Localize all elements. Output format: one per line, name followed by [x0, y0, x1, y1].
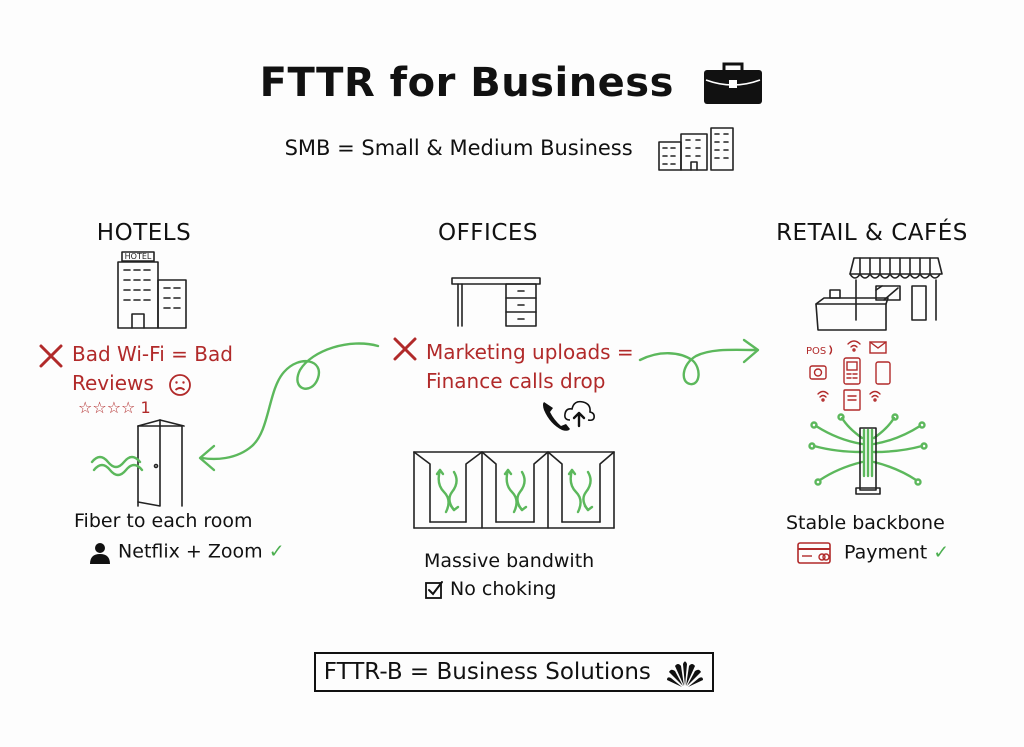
- offices-benefit-text: No choking: [450, 578, 557, 600]
- fiber-arrow-to-hotels-head: [198, 444, 216, 472]
- footer-box: FTTR-B = Business Solutions: [314, 652, 714, 692]
- red-x-icon: [393, 337, 417, 361]
- retail-heading: RETAIL & CAFÉS: [776, 220, 968, 246]
- red-x-icon: [39, 344, 63, 368]
- retail-devices-icon: POS: [806, 340, 891, 411]
- checkbox-checked-icon: [425, 580, 443, 599]
- hotels-benefit-text: Netflix + Zoom: [118, 540, 263, 563]
- retail-benefit: Payment ✓: [796, 541, 949, 565]
- title-text: FTTR for Business: [259, 60, 674, 106]
- backbone-network-icon: [808, 413, 928, 495]
- hotels-benefit: Netflix + Zoom ✓: [88, 540, 285, 564]
- hotels-problem-line2-row: Reviews: [72, 369, 233, 398]
- user-icon: [90, 543, 110, 564]
- retail-benefit-text: Payment: [844, 541, 928, 564]
- fiber-arrow-to-hotels: [200, 342, 380, 461]
- hotel-sign: HOTEL: [125, 252, 152, 261]
- check-icon: ✓: [933, 541, 950, 564]
- fiber-arrow-to-retail: [638, 348, 758, 386]
- hotel-building-icon: HOTEL: [117, 251, 187, 329]
- offices-caption: Massive bandwith: [424, 550, 595, 572]
- offices-problem: Marketing uploads = Finance calls drop: [426, 338, 634, 396]
- subtitle: SMB = Small & Medium Business: [0, 126, 1024, 172]
- hotels-heading: HOTELS: [96, 220, 192, 246]
- offices-problem-line1: Marketing uploads =: [426, 340, 634, 364]
- check-icon: ✓: [268, 540, 285, 563]
- pos-label: POS: [806, 346, 826, 357]
- footer-text: FTTR-B = Business Solutions: [323, 659, 651, 685]
- subtitle-text: SMB = Small & Medium Business: [284, 136, 633, 160]
- rating-value: 1: [140, 398, 151, 417]
- desk-icon: [451, 277, 541, 327]
- office-cubicles-icon: [413, 451, 615, 529]
- offices-benefit: No choking: [424, 578, 556, 600]
- shop-icon: [815, 257, 943, 331]
- door-icon: [90, 419, 185, 507]
- hotel-rating: ☆☆☆☆ 1: [78, 398, 151, 417]
- page-title: FTTR for Business: [0, 58, 1024, 106]
- offices-problem-line2: Finance calls drop: [426, 369, 606, 393]
- buildings-icon: [658, 127, 735, 171]
- fiber-arrow-to-retail-head: [742, 338, 760, 364]
- sad-face-icon: [169, 373, 192, 396]
- hotels-caption: Fiber to each room: [74, 510, 253, 532]
- hotels-problem-line1: Bad Wi-Fi = Bad: [72, 342, 233, 366]
- offices-heading: OFFICES: [437, 220, 539, 246]
- hotels-problem-line2: Reviews: [72, 371, 154, 395]
- star-rating-icons: ☆☆☆☆: [78, 398, 136, 417]
- briefcase-icon: [704, 62, 763, 104]
- credit-card-icon: [797, 542, 831, 564]
- phone-cloud-upload-icon: [543, 400, 595, 431]
- huawei-logo-icon: [667, 661, 704, 687]
- hotels-problem: Bad Wi-Fi = Bad Reviews: [72, 340, 233, 398]
- retail-caption: Stable backbone: [786, 512, 945, 534]
